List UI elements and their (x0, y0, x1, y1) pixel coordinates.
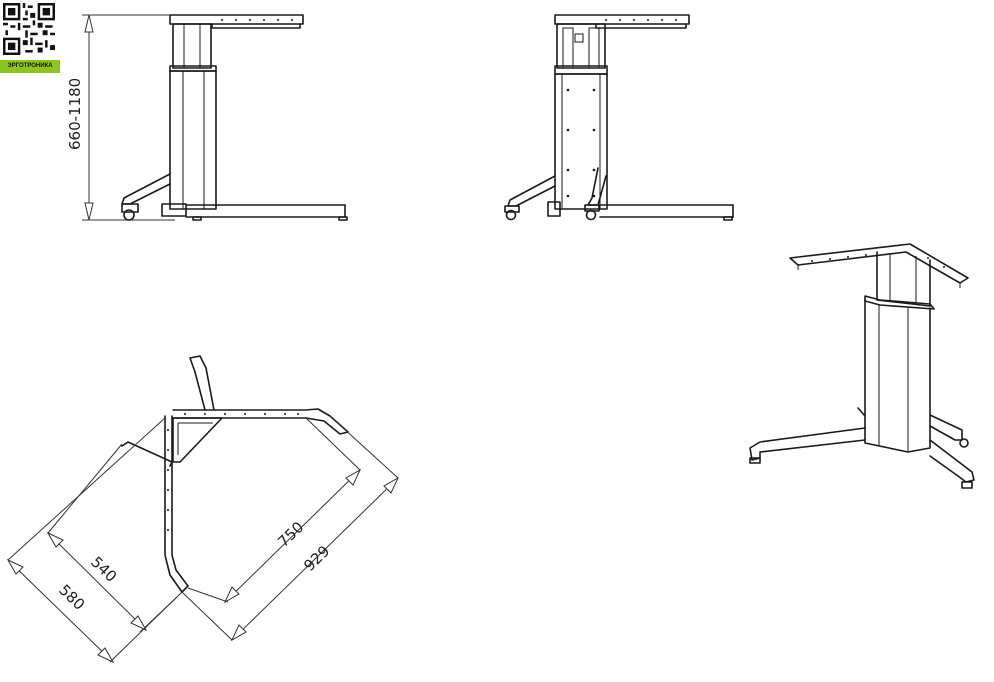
dimension-outer-short: 580 (55, 581, 88, 614)
dimension-inner-short: 540 (87, 553, 120, 586)
qr-code-icon (3, 3, 55, 55)
plan-view: 540 580 750 929 (6, 355, 400, 664)
dimension-height-range: 660-1180 (66, 78, 84, 150)
dimension-outer-long: 929 (300, 542, 333, 575)
brand-logo: ЭРГОТРОНИКА (0, 0, 60, 74)
brand-name: ЭРГОТРОНИКА (0, 60, 60, 73)
dimension-inner-long: 750 (274, 518, 307, 551)
isometric-view (749, 243, 975, 489)
side-view: 660-1180 (66, 14, 348, 221)
front-view (504, 14, 734, 221)
